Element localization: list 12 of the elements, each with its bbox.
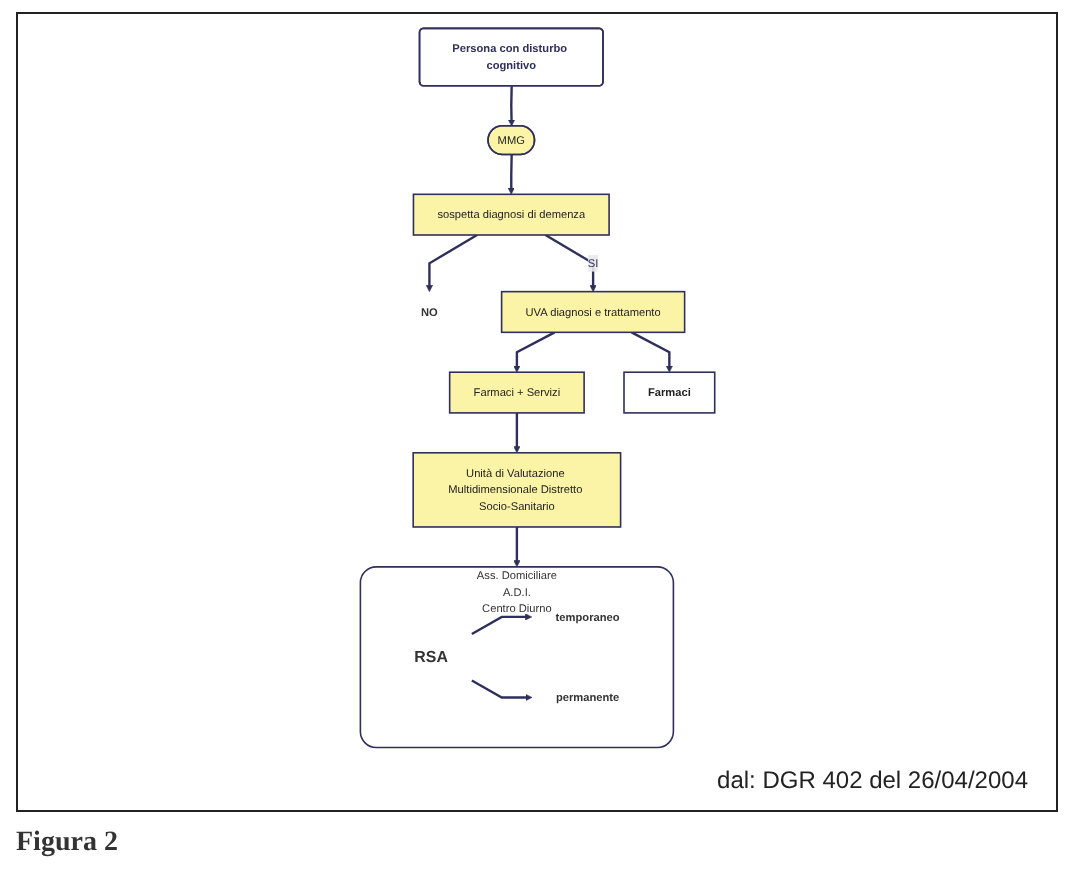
arrow [425,234,478,292]
source-note: dal: DGR 402 del 26/04/2004 [717,766,1028,794]
arrow [470,679,532,702]
arrow [507,154,515,195]
arrow [470,613,532,636]
arrow [512,412,520,454]
arrow [630,331,673,373]
arrow [507,86,515,127]
arrow [512,527,520,568]
figure-caption: Figura 2 [16,828,118,860]
arrow [544,234,597,292]
arrow [512,331,555,373]
